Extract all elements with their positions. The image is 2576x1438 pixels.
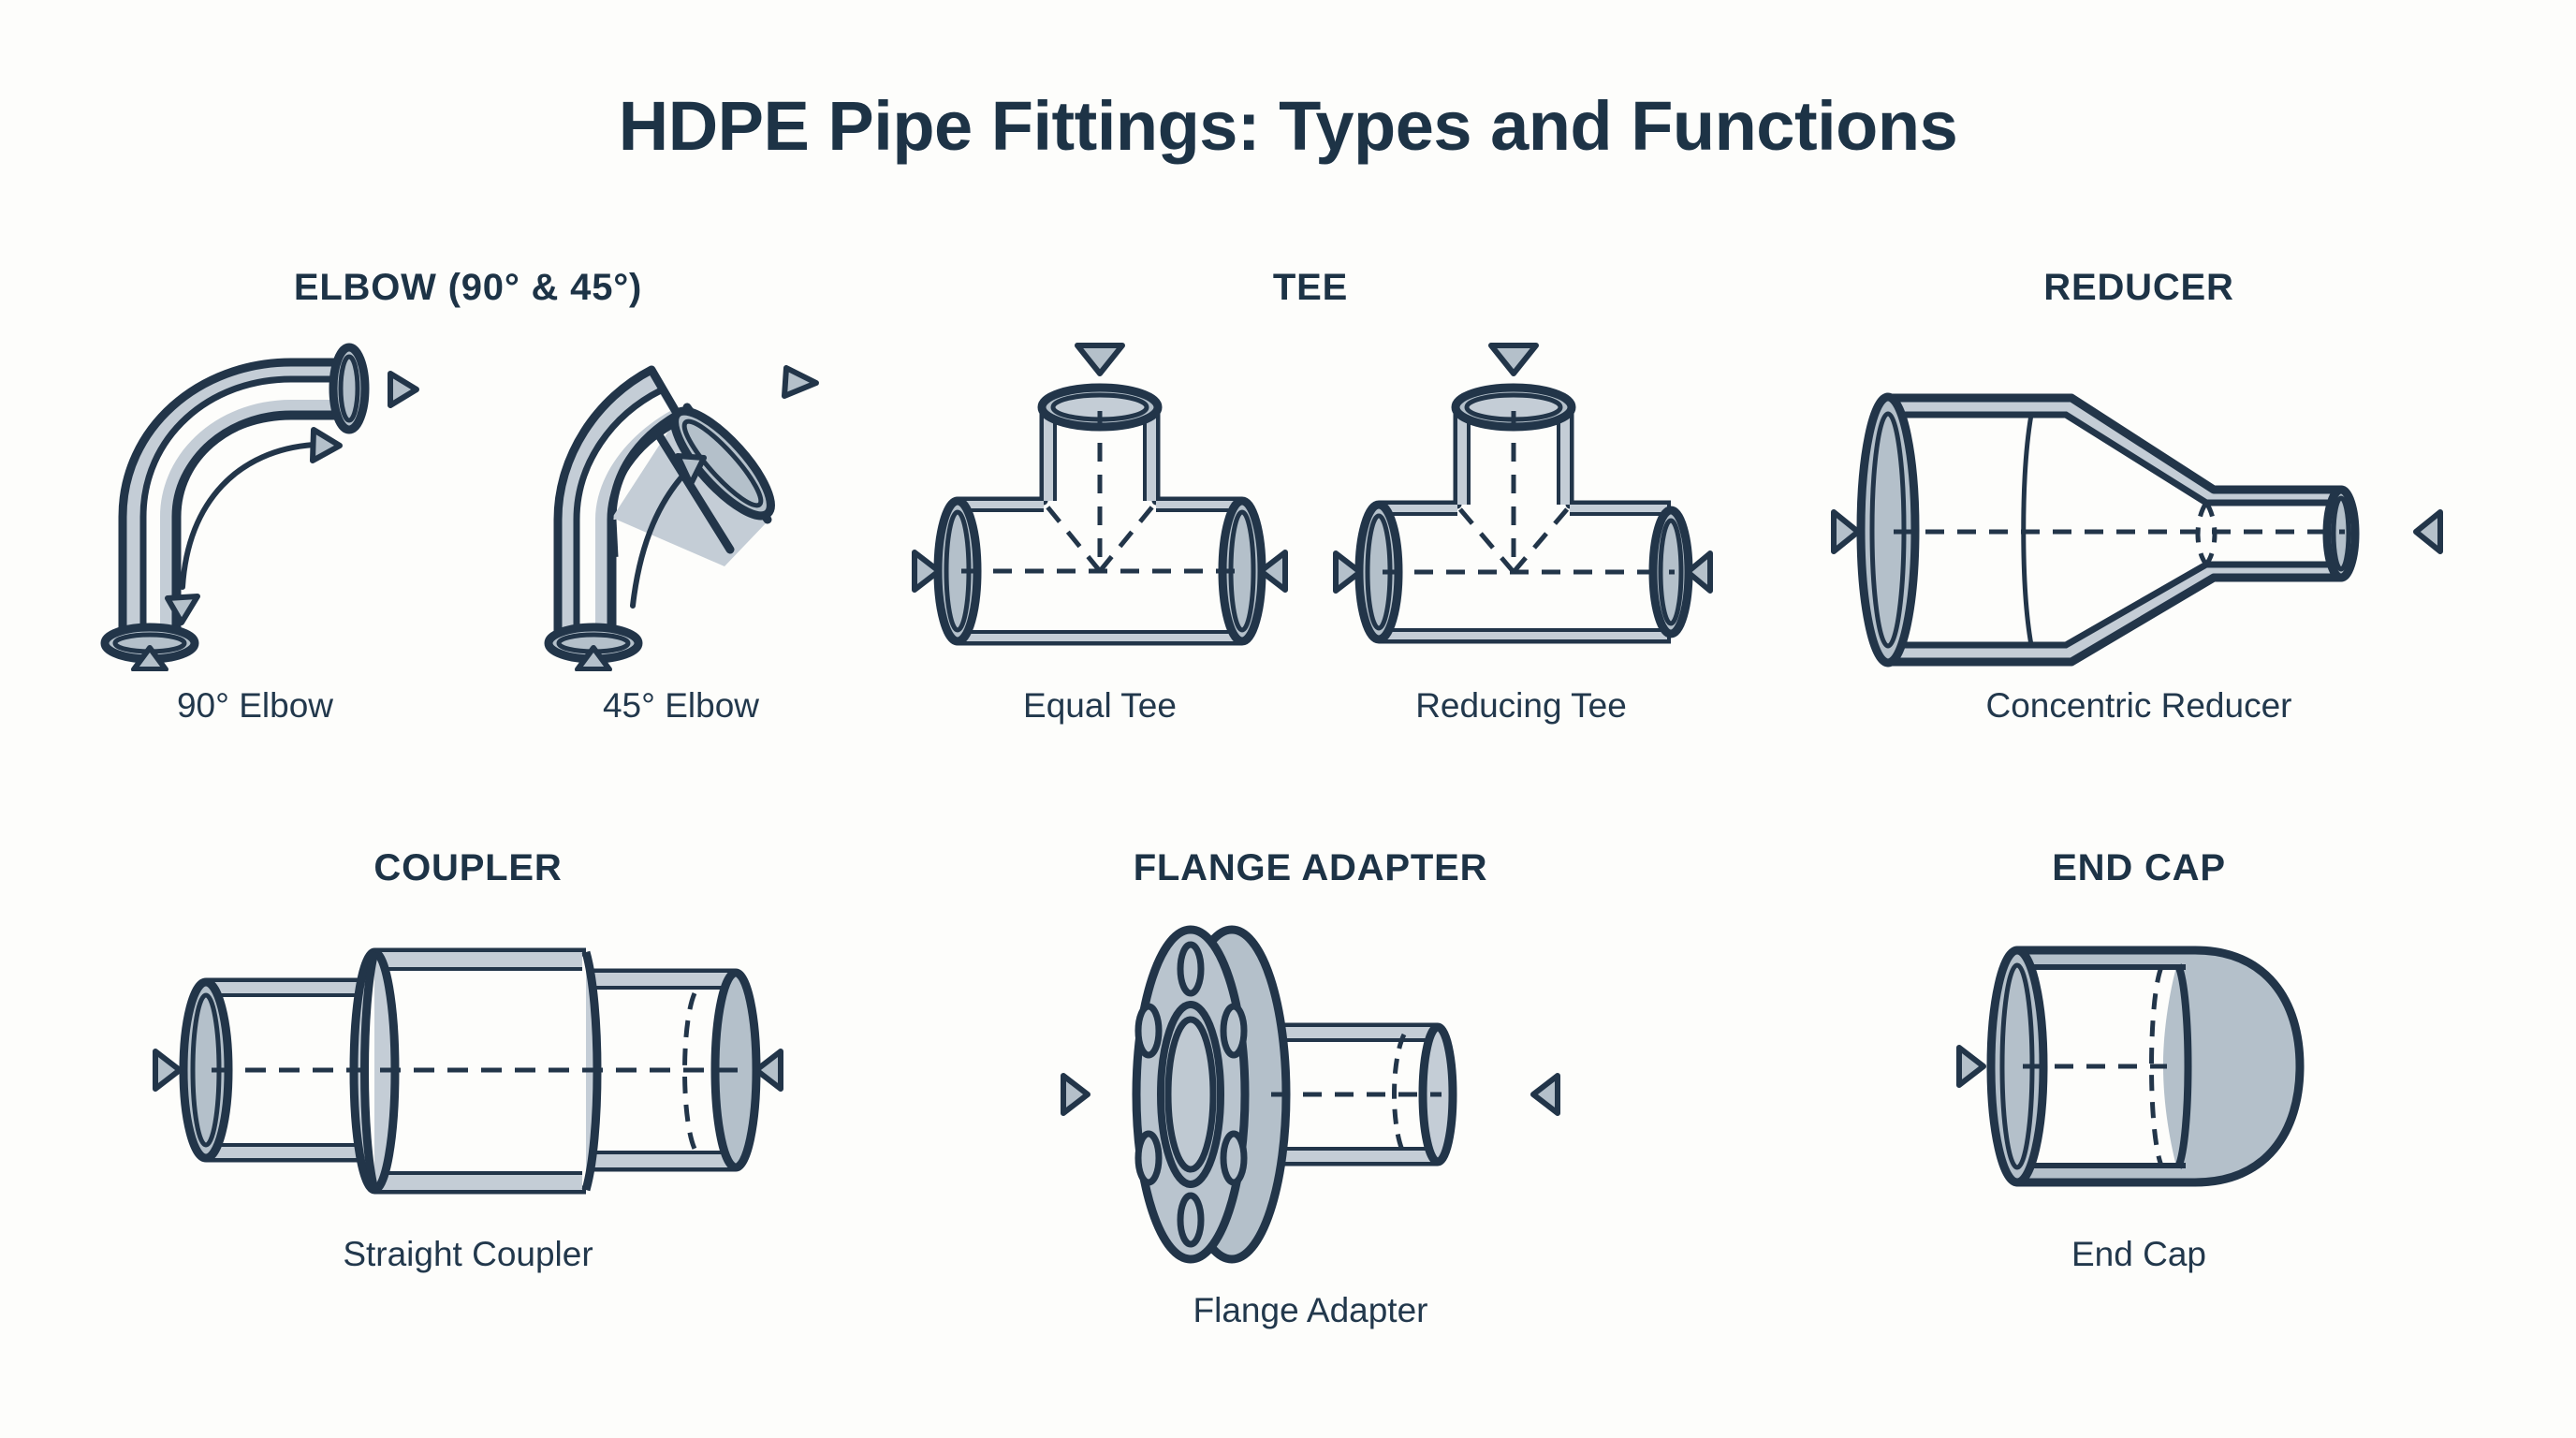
fitting-reducing-tee: Reducing Tee <box>1325 325 1718 726</box>
fitting-caption: Concentric Reducer <box>1985 686 2292 725</box>
bolt-hole <box>1134 1003 1163 1059</box>
section-heading-reducer: REDUCER <box>2043 267 2234 308</box>
triangle-right-marker <box>1956 1045 1986 1088</box>
triangle-left-marker <box>1530 1073 1560 1116</box>
bolt-hole <box>1220 1003 1248 1059</box>
equal-tee-drawing <box>912 343 1288 646</box>
section-heading-elbow: ELBOW (90° & 45°) <box>293 267 643 308</box>
triangle-right-marker <box>387 371 419 408</box>
section-heading-endcap: END CAP <box>2052 847 2226 888</box>
elbow-90-drawing <box>100 343 419 671</box>
fittings-grid: ELBOW (90° & 45°) <box>0 267 2576 1418</box>
reducer-drawing <box>1831 392 2443 668</box>
triangle-right-marker <box>1831 509 1861 554</box>
fitting-equal-tee: Equal Tee <box>903 325 1296 726</box>
triangle-up-marker <box>574 645 612 671</box>
section-heading-coupler: COUPLER <box>373 847 563 888</box>
fitting-caption: End Cap <box>2071 1235 2206 1273</box>
bolt-hole <box>1134 1130 1163 1186</box>
triangle-right-marker <box>1061 1073 1090 1116</box>
triangle-down-marker <box>1488 343 1539 376</box>
fitting-caption: Flange Adapter <box>1193 1291 1428 1329</box>
triangle-right-marker <box>1333 550 1363 594</box>
triangle-left-marker <box>1258 550 1288 593</box>
end-cap-drawing <box>1956 946 2305 1187</box>
fitting-end-cap: End Cap <box>1877 911 2401 1274</box>
fitting-90-elbow: 90° Elbow <box>68 325 443 726</box>
fitting-concentric-reducer: Concentric Reducer <box>1821 325 2457 726</box>
triangle-down-marker <box>1075 343 1125 376</box>
triangle-right-marker <box>912 550 942 593</box>
bolt-hole <box>1177 1192 1205 1248</box>
fitting-straight-coupler: Straight Coupler <box>140 911 796 1274</box>
bolt-hole <box>1177 941 1205 997</box>
triangle-left-marker <box>1685 550 1713 594</box>
reducing-tee-drawing <box>1333 343 1713 644</box>
triangle-left-marker <box>754 1049 783 1092</box>
section-heading-tee: TEE <box>1272 267 1349 308</box>
fitting-caption: Equal Tee <box>1023 686 1177 725</box>
triangle-right-marker <box>153 1049 183 1092</box>
fitting-caption: Straight Coupler <box>343 1235 593 1273</box>
triangle-left-marker <box>2413 509 2443 554</box>
coupler-drawing <box>153 947 783 1195</box>
fitting-45-elbow: 45° Elbow <box>494 325 869 726</box>
elbow-45-drawing <box>544 365 819 671</box>
fitting-caption: Reducing Tee <box>1415 686 1627 725</box>
page-title: HDPE Pipe Fittings: Types and Functions <box>618 87 1958 165</box>
flange-adapter-drawing <box>1061 925 1560 1264</box>
fitting-flange-adapter: Flange Adapter <box>1048 911 1573 1330</box>
triangle-right-marker <box>781 365 819 399</box>
triangle-up-marker <box>130 645 168 671</box>
fitting-caption: 90° Elbow <box>176 686 333 725</box>
section-heading-flange: FLANGE ADAPTER <box>1133 847 1488 888</box>
fitting-caption: 45° Elbow <box>602 686 759 725</box>
bolt-hole <box>1220 1130 1248 1186</box>
